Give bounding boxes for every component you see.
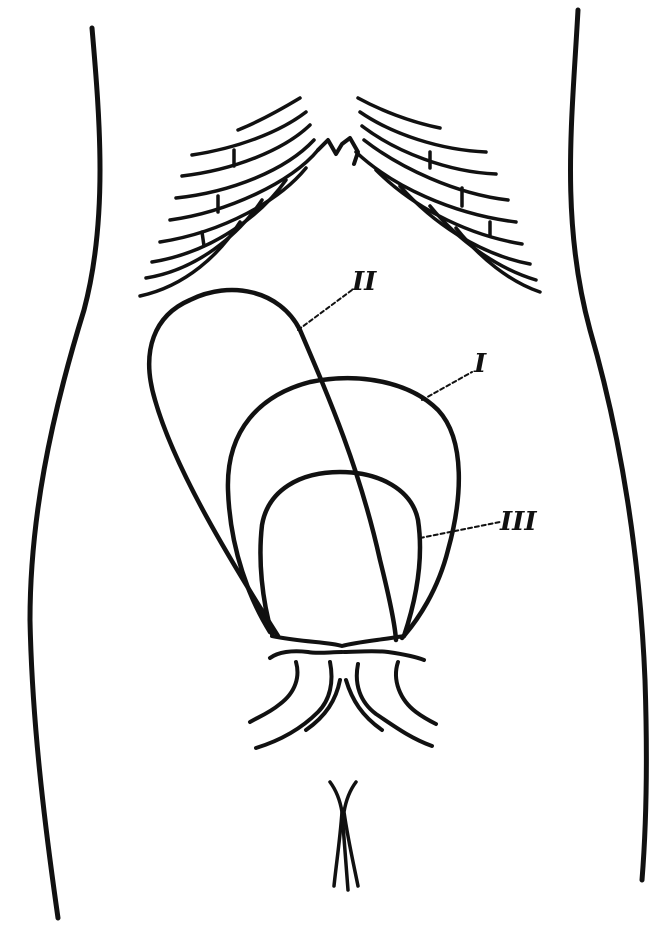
body-outline [30,10,646,918]
pelvic-top-connector [272,636,404,646]
xiphoid-outline [318,138,358,164]
curve-three-outline [260,472,420,636]
groin-lines [330,782,358,890]
left-rib-fragment [202,232,204,246]
curve-two [149,290,396,640]
genital-fold-left [330,782,342,886]
right-rib [358,98,440,128]
pelvic-bones [250,636,436,748]
right-pubic-ramus [396,662,436,724]
right-rib [400,186,530,264]
left-rib [238,98,300,130]
label-curve-two: II [351,267,377,297]
left-flank-line [30,28,100,918]
xiphoid-process [318,138,358,164]
curve-two-outline [149,290,396,640]
right-ribcage [356,98,540,292]
curve-labels: II I III [351,267,537,537]
label-curve-one: I [473,349,487,379]
curve-three [260,472,420,636]
right-rib [360,112,486,152]
left-rib [140,222,240,296]
right-pubic-bone [344,651,424,660]
right-ischium [346,680,382,730]
leader-line-one [422,372,472,400]
left-ribcage [140,98,318,296]
leader-lines [298,290,500,538]
label-curve-three: III [499,507,537,537]
leader-line-two [298,290,352,330]
left-pubic-bone [270,651,342,658]
leader-line-three [420,522,500,538]
left-rib [176,140,314,198]
left-rib [182,125,310,176]
right-rib [364,140,508,200]
left-pubic-ramus [250,662,297,722]
left-obturator [256,662,332,748]
right-flank-line [571,10,647,880]
left-rib [192,112,306,155]
